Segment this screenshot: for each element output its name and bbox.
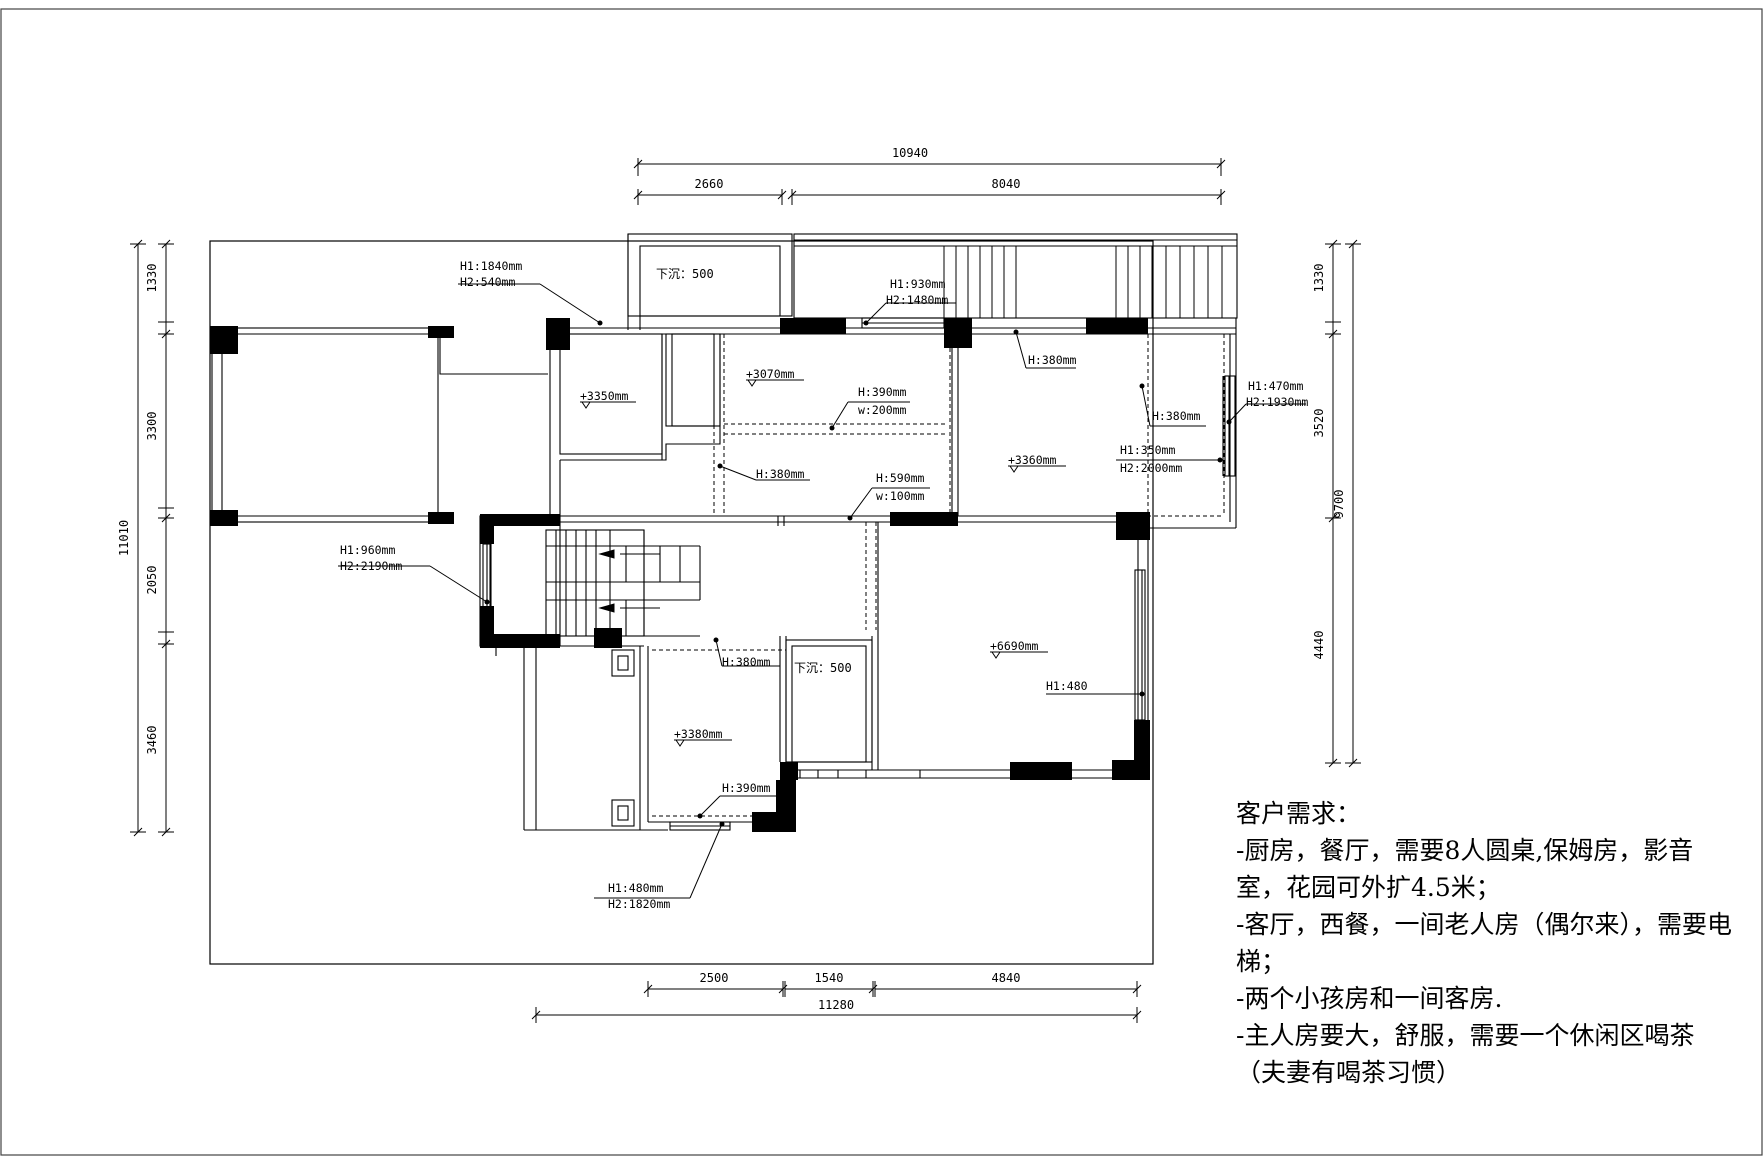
- terrace-planks: [943, 246, 1223, 318]
- dim-right-a: 1330: [1312, 264, 1326, 293]
- dim-right-total: 9700: [1332, 490, 1346, 519]
- level-markers: [580, 379, 1066, 747]
- window-top-h1: H1:930mm: [890, 277, 945, 291]
- opening-h2: H2:2000mm: [1120, 461, 1182, 475]
- level-3380: +3380mm: [674, 727, 723, 741]
- requirement-item: -厨房，餐厅，需要8人圆桌,保姆房，影音室，花园可外扩4.5米；: [1236, 836, 1694, 902]
- drawing-frame: [0, 8, 1763, 1156]
- window-bottom-h2: H2:1820mm: [608, 897, 670, 911]
- requirement-item: -客厅，西餐，一间老人房（偶尔来），需要电梯；: [1236, 910, 1732, 976]
- dim-right-c: 4440: [1312, 631, 1326, 660]
- beam-label-380-a: H:380mm: [1028, 353, 1077, 367]
- dim-bottom-c: 4840: [992, 971, 1021, 985]
- dim-left-d: 3460: [145, 726, 159, 755]
- dim-left-a: 1330: [145, 264, 159, 293]
- client-requirements-note: 客户需求： -厨房，餐厅，需要8人圆桌,保姆房，影音室，花园可外扩4.5米； -…: [1236, 795, 1736, 1091]
- level-6690: +6690mm: [990, 639, 1039, 653]
- level-3360: +3360mm: [1008, 453, 1057, 467]
- window-tl-h1: H1:1840mm: [460, 259, 522, 273]
- window-right-h2: H2:1930mm: [1246, 395, 1308, 409]
- beam-dashed-lines: [652, 333, 1225, 817]
- window-top-h2: H2:1480mm: [886, 293, 948, 307]
- dim-bottom-total: 11280: [818, 998, 854, 1012]
- beam-label-380-c: H:380mm: [756, 467, 805, 481]
- dim-top-total: 10940: [892, 146, 928, 160]
- window-tl-h2: H2:540mm: [460, 275, 515, 289]
- beam-label-590-h: H:590mm: [876, 471, 925, 485]
- leader-dots: [484, 320, 1232, 827]
- level-3350: +3350mm: [580, 389, 629, 403]
- requirements-title: 客户需求：: [1236, 799, 1362, 828]
- sunken-label-bottom: 下沉：500: [794, 661, 852, 675]
- beam-label-590-w: w:100mm: [876, 489, 925, 503]
- requirement-item: -两个小孩房和一间客房.: [1236, 984, 1503, 1013]
- window-bottom-h1: H1:480mm: [608, 881, 663, 895]
- dim-left-total: 11010: [117, 520, 131, 556]
- dim-right-b: 3520: [1312, 409, 1326, 438]
- beam-label-380-b: H:380mm: [1152, 409, 1201, 423]
- dim-top-left: 2660: [695, 177, 724, 191]
- structural-columns: [210, 318, 1150, 832]
- dim-left-c: 2050: [145, 566, 159, 595]
- leader-lines: [338, 283, 1306, 899]
- beam-label-380-d: H:380mm: [722, 655, 771, 669]
- beam-label-390-h: H:390mm: [858, 385, 907, 399]
- dim-bottom-a: 2500: [700, 971, 729, 985]
- sill-height: H1:480: [1046, 679, 1088, 693]
- dim-top-right: 8040: [992, 177, 1021, 191]
- dimension-lines: [130, 158, 1361, 1023]
- window-left-h2: H2:2190mm: [340, 559, 402, 573]
- dim-left-b: 3300: [145, 412, 159, 441]
- window-right-h1: H1:470mm: [1248, 379, 1303, 393]
- site-outline: [209, 240, 1154, 965]
- stair-arrows: [598, 549, 660, 613]
- window-left-h1: H1:960mm: [340, 543, 395, 557]
- beam-label-390-w: w:200mm: [858, 403, 907, 417]
- opening-h1: H1:350mm: [1120, 443, 1175, 457]
- sunken-label-top: 下沉：500: [656, 267, 714, 281]
- wall-lines: [211, 233, 1238, 831]
- level-3070: +3070mm: [746, 367, 795, 381]
- requirement-item: -主人房要大，舒服，需要一个休闲区喝茶（夫妻有喝茶习惯）: [1236, 1021, 1695, 1087]
- beam-label-390-b: H:390mm: [722, 781, 771, 795]
- dim-bottom-b: 1540: [815, 971, 844, 985]
